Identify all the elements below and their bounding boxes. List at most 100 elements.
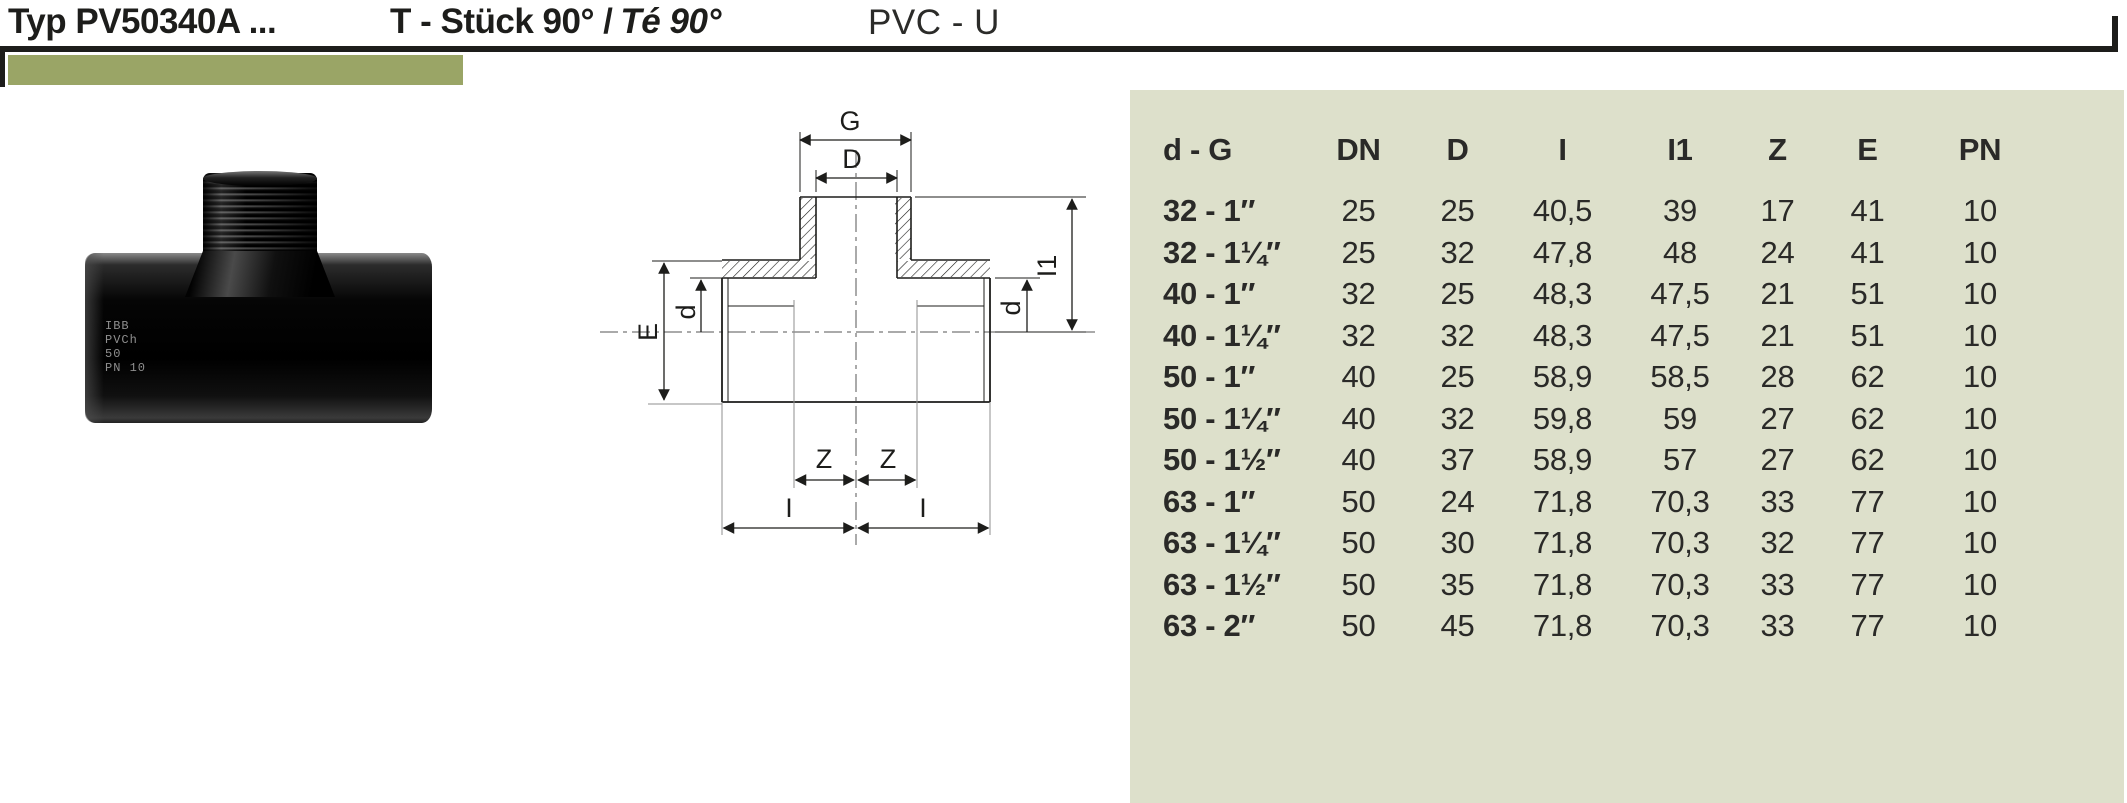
title-french: Té 90° (620, 2, 721, 41)
table-cell: 10 (1963, 400, 1997, 436)
dim-label-I-left: I (785, 493, 793, 523)
table-cell: 32 (1440, 317, 1475, 353)
table-cell: 50 (1341, 483, 1376, 519)
body-outline (721, 278, 991, 403)
table-cell: 70,3 (1650, 566, 1710, 602)
table-cell: 41 (1850, 234, 1885, 270)
table-cell: 25 (1440, 193, 1475, 228)
table-cell: 51 (1850, 276, 1885, 311)
table-cell: 77 (1850, 566, 1885, 602)
table-cell: 48 (1663, 234, 1697, 270)
table-cell: 25 (1440, 276, 1475, 311)
column-header: I (1558, 132, 1567, 167)
table-cell: 58,9 (1532, 442, 1593, 477)
table-cell: 40 (1341, 359, 1376, 394)
table-cell: 33 (1760, 566, 1795, 602)
table-cell: 63 - 2″ (1163, 608, 1256, 643)
column-header: d - G (1163, 132, 1233, 167)
table-cell: 71,8 (1532, 608, 1593, 643)
marking-line: IBB (105, 319, 130, 333)
table-cell: 62 (1850, 400, 1885, 436)
table-cell: 50 (1341, 608, 1376, 643)
table-cell: 50 (1341, 566, 1376, 602)
table-cell: 25 (1341, 234, 1376, 270)
table-cell: 70,3 (1650, 525, 1710, 560)
table-cell: 33 (1760, 483, 1795, 519)
table-cell: 71,8 (1532, 566, 1593, 602)
table-cell: 45 (1440, 608, 1475, 643)
table-cell: 30 (1440, 525, 1475, 560)
table-cell: 24 (1760, 234, 1795, 270)
table-cell: 21 (1760, 276, 1795, 311)
type-number: Typ PV50340A ... (8, 2, 277, 41)
table-cell: 41 (1850, 193, 1885, 228)
table-cell: 51 (1850, 317, 1885, 353)
table-cell: 10 (1963, 525, 1997, 560)
table-cell: 10 (1963, 442, 1997, 477)
table-cell: 40,5 (1532, 193, 1593, 228)
table-cell: 32 (1440, 400, 1475, 436)
table-cell: 33 (1760, 608, 1795, 643)
table-cell: 48,3 (1532, 276, 1593, 311)
dim-label-Z-right: Z (880, 444, 897, 474)
branch-wall-left-hatch (800, 198, 816, 259)
title-german: T - Stück 90° / (390, 2, 613, 41)
table-cell: 57 (1663, 442, 1697, 477)
accent-bar (8, 55, 463, 85)
table-cell: 40 (1341, 442, 1376, 477)
table-cell: 35 (1440, 566, 1475, 602)
table-cell: 32 - 1¼″ (1163, 234, 1281, 270)
dim-label-I-right: I (919, 493, 927, 523)
dim-label-d-right: d (996, 300, 1026, 315)
table-cell: 25 (1341, 193, 1376, 228)
table-cell: 50 (1341, 525, 1376, 560)
fitting-thread (203, 173, 317, 251)
table-cell: 39 (1663, 193, 1697, 228)
table-cell: 71,8 (1532, 483, 1593, 519)
shoulder-left-hatch (722, 261, 816, 277)
dim-label-Z-left: Z (816, 444, 833, 474)
shoulder-outline (722, 259, 990, 279)
table-cell: 10 (1963, 483, 1997, 519)
table-cell: 10 (1963, 359, 1997, 394)
table-cell: 10 (1963, 276, 1997, 311)
table-cell: 70,3 (1650, 608, 1710, 643)
table-cell: 32 (1341, 276, 1376, 311)
table-cell: 62 (1850, 442, 1885, 477)
table-cell: 27 (1760, 400, 1795, 436)
table-cell: 25 (1440, 359, 1475, 394)
table-cell: 32 (1440, 234, 1475, 270)
table-cell: 28 (1760, 359, 1795, 394)
table-cell: 24 (1440, 483, 1475, 519)
marking-line: PN 10 (105, 361, 147, 375)
table-cell: 58,9 (1532, 359, 1593, 394)
table-cell: 50 - 1¼″ (1163, 400, 1281, 436)
table-cell: 63 - 1″ (1163, 483, 1256, 519)
table-cell: 59,8 (1532, 400, 1593, 436)
table-cell: 58,5 (1650, 359, 1710, 394)
table-cell: 21 (1760, 317, 1795, 353)
dim-label-D: D (842, 144, 862, 174)
table-cell: 27 (1760, 442, 1795, 477)
table-cell: 48,3 (1532, 317, 1593, 353)
table-cell: 77 (1850, 608, 1885, 643)
table-cell: 70,3 (1650, 483, 1710, 519)
rule-tick-right (2112, 16, 2118, 52)
shoulder-right-hatch (897, 261, 990, 277)
dim-label-E: E (633, 323, 663, 341)
table-cell: 32 - 1″ (1163, 193, 1256, 228)
table-cell: 10 (1963, 608, 1997, 643)
table-cell: 10 (1963, 317, 1997, 353)
rule-tick-left (0, 46, 5, 87)
table-cell: 59 (1663, 400, 1697, 436)
table-cell: 77 (1850, 483, 1885, 519)
table-cell: 77 (1850, 525, 1885, 560)
column-header: D (1446, 132, 1469, 167)
